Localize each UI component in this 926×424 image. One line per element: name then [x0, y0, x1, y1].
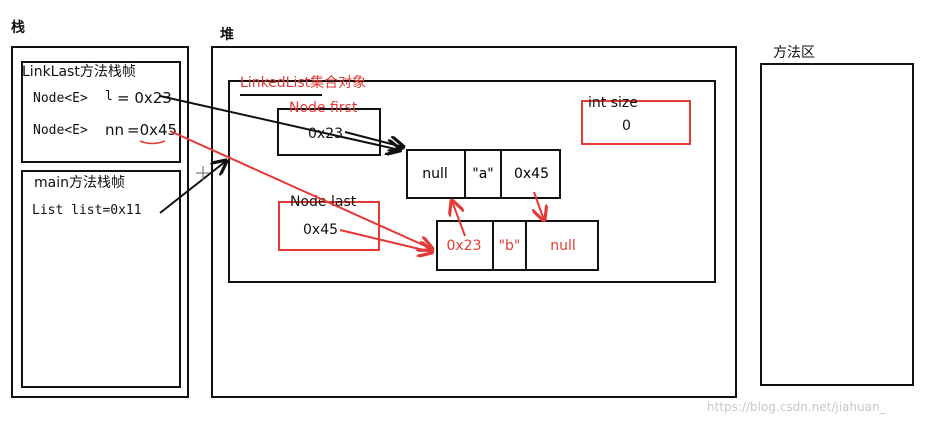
arrow-list-to-heap — [159, 161, 226, 214]
linklast-var-l-value: = 0x23 — [117, 89, 172, 107]
node-last-value: 0x45 — [303, 222, 339, 238]
watermark: https://blog.csdn.net/jiahuan_ — [707, 400, 886, 414]
heap-area — [211, 46, 737, 398]
node-first-label: Node first — [289, 100, 358, 116]
arrow-nn-to-node-b — [169, 130, 432, 249]
size-value: 0 — [622, 118, 631, 134]
arrow-last-to-node-b — [339, 229, 432, 252]
arrow-first-to-node-a — [344, 131, 403, 147]
arrow-l-to-node-a — [159, 95, 400, 150]
linklast-var-nn-name: nn — [105, 121, 125, 139]
node-a-prev: null — [422, 166, 448, 182]
cursor-icon — [196, 166, 210, 180]
node-a-next: 0x45 — [513, 166, 549, 182]
nn-underline — [139, 140, 166, 145]
node-first-field — [277, 108, 381, 156]
node-last-label: Node last — [290, 194, 357, 210]
heap-title: 堆 — [220, 27, 234, 43]
node-b-item: "b" — [492, 220, 527, 271]
main-frame-title: main方法栈帧 — [34, 175, 125, 191]
node-b-prev: 0x23 — [446, 237, 482, 254]
linklast-stack-frame — [21, 61, 181, 163]
linklast-var-l-type: Node<E> — [33, 91, 88, 106]
linklast-var-nn-value: =0x45 — [127, 121, 178, 139]
linklast-frame-title: LinkLast方法栈帧 — [22, 64, 136, 80]
linklast-var-nn-type: Node<E> — [33, 123, 88, 138]
stack-area — [11, 46, 189, 398]
arrow-node-a-next-to-node-b — [534, 191, 544, 220]
stack-title: 栈 — [11, 20, 25, 36]
linkedlist-object — [228, 80, 716, 283]
linkedlist-object-title: LinkedList集合对象 — [240, 75, 367, 91]
method-area-title: 方法区 — [773, 45, 815, 61]
linklast-var-l-name: l — [105, 89, 113, 104]
node-b-next: null — [550, 237, 576, 254]
main-list-variable: List list=0x11 — [32, 203, 142, 218]
node-a-item: "a" — [464, 149, 502, 199]
arrow-node-b-prev-to-node-a — [452, 201, 466, 237]
node-a — [406, 149, 561, 199]
main-stack-frame — [21, 170, 181, 388]
size-label: int size — [588, 95, 638, 111]
size-field — [581, 100, 691, 145]
method-area — [760, 63, 914, 386]
